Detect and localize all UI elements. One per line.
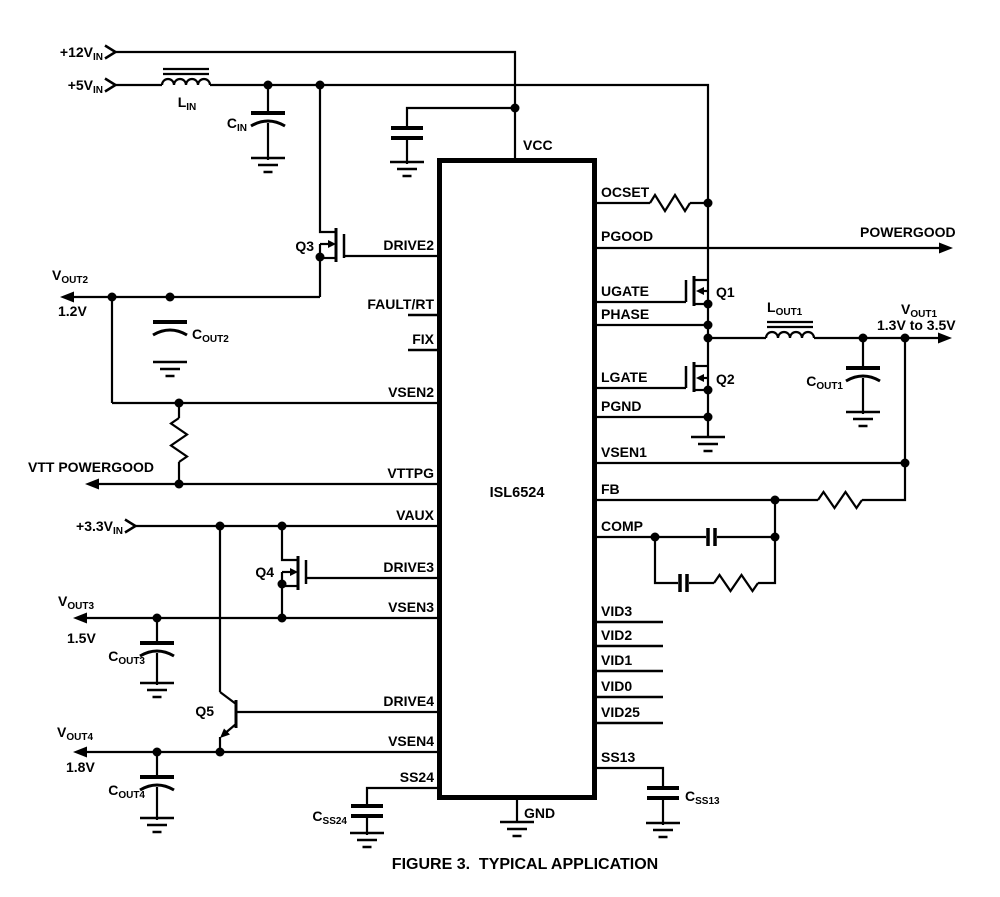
- pin-label-phase: PHASE: [601, 306, 649, 322]
- pin-label-vcc: VCC: [523, 137, 553, 153]
- pin-label-vid0: VID0: [601, 678, 632, 694]
- pin-label-vsen1: VSEN1: [601, 444, 647, 460]
- capacitor-comp-upper: [706, 528, 717, 546]
- output-label-vout2: VOUT2: [52, 267, 88, 286]
- pin-label-lgate: LGATE: [601, 369, 647, 385]
- chip-name: ISL6524: [490, 485, 545, 501]
- input-label-5v: +5VIN: [68, 77, 103, 96]
- mosfet-q4: [290, 556, 308, 590]
- mosfet-q3: [328, 228, 346, 262]
- capacitor-vcc-decoupling: [389, 126, 425, 140]
- label-q4: Q4: [255, 564, 274, 580]
- pin-label-vttpg: VTTPG: [387, 465, 434, 481]
- circuit-wires: [72, 50, 941, 835]
- output-label-vtt-powergood: VTT POWERGOOD: [28, 459, 154, 475]
- pin-label-fix: FIX: [412, 331, 434, 347]
- arrow-vout2: [60, 291, 74, 303]
- resistor-comp: [713, 573, 759, 593]
- label-q2: Q2: [716, 371, 735, 387]
- label-cout4: COUT4: [108, 782, 145, 801]
- mosfet-q2: [684, 362, 708, 392]
- label-lout1: LOUT1: [767, 299, 803, 318]
- pin-label-drive2: DRIVE2: [383, 237, 434, 253]
- input-label-12v: +12VIN: [60, 44, 103, 63]
- capacitor-css24: [349, 804, 385, 818]
- resistor-ocset: [649, 192, 691, 214]
- pin-label-vid25: VID25: [601, 704, 640, 720]
- arrow-vout4: [73, 746, 87, 758]
- resistor-vttpg-pullup: [169, 417, 189, 463]
- mosfet-q1: [684, 276, 708, 306]
- pin-labels: VCC GND DRIVE2 FAULT/RT FIX VSEN2 VTTPG …: [367, 137, 653, 821]
- input-label-3v3: +3.3VIN: [76, 518, 123, 537]
- component-labels: LIN CIN LOUT1 COUT1 COUT2 COUT3 COUT4 CS…: [108, 94, 843, 827]
- output-label-vout4: VOUT4: [57, 724, 93, 743]
- input-chevron-12v: [104, 44, 118, 60]
- label-cout2: COUT2: [192, 326, 229, 345]
- inductor-lin: [160, 67, 212, 86]
- capacitor-cout2: [151, 320, 189, 337]
- pin-label-drive3: DRIVE3: [383, 559, 434, 575]
- arrow-powergood: [939, 242, 953, 254]
- label-cin: CIN: [227, 115, 247, 134]
- output-value-vout2: 1.2V: [58, 303, 87, 319]
- label-lin: LIN: [178, 94, 197, 113]
- pin-label-comp: COMP: [601, 518, 643, 534]
- output-label-vout3: VOUT3: [58, 593, 94, 612]
- output-label-powergood: POWERGOOD: [860, 224, 956, 240]
- output-range-vout1: 1.3V to 3.5V: [877, 317, 956, 333]
- figure-caption: FIGURE 3. TYPICAL APPLICATION: [392, 856, 658, 873]
- pin-label-pgnd: PGND: [601, 398, 641, 414]
- pin-label-faultrt: FAULT/RT: [367, 296, 434, 312]
- pin-label-ugate: UGATE: [601, 283, 649, 299]
- arrow-vout3: [73, 612, 87, 624]
- arrow-vtt-powergood: [85, 478, 99, 490]
- pin-label-ocset: OCSET: [601, 184, 650, 200]
- label-css24: CSS24: [312, 808, 347, 827]
- pin-label-vaux: VAUX: [396, 507, 435, 523]
- label-q1: Q1: [716, 284, 735, 300]
- output-value-vout3: 1.5V: [67, 630, 96, 646]
- output-value-vout4: 1.8V: [66, 759, 95, 775]
- label-cout1: COUT1: [806, 373, 843, 392]
- pin-label-vid1: VID1: [601, 652, 632, 668]
- io-arrows: [60, 44, 953, 758]
- pin-label-pgood: PGOOD: [601, 228, 653, 244]
- pin-label-vid3: VID3: [601, 603, 632, 619]
- pin-label-vsen2: VSEN2: [388, 384, 434, 400]
- pin-label-drive4: DRIVE4: [383, 693, 434, 709]
- label-q3: Q3: [295, 238, 314, 254]
- pin-label-vsen3: VSEN3: [388, 599, 434, 615]
- inductor-lout1: [764, 320, 816, 339]
- pin-label-vsen4: VSEN4: [388, 733, 434, 749]
- pin-label-fb: FB: [601, 481, 620, 497]
- pin-label-ss24: SS24: [400, 769, 434, 785]
- label-q5: Q5: [195, 703, 214, 719]
- label-css13: CSS13: [685, 788, 720, 807]
- capacitor-comp-lower: [678, 574, 689, 592]
- pin-label-gnd: GND: [524, 805, 555, 821]
- output-label-vout1: VOUT1: [901, 301, 937, 320]
- label-cout3: COUT3: [108, 648, 145, 667]
- input-chevron-3v3: [124, 518, 138, 534]
- pin-label-ss13: SS13: [601, 749, 635, 765]
- capacitor-css13: [645, 786, 681, 800]
- ic-isl6524: ISL6524: [437, 158, 597, 800]
- pin-label-vid2: VID2: [601, 627, 632, 643]
- arrow-vout1: [938, 332, 952, 344]
- io-labels: +12VIN +5VIN +3.3VIN VOUT2 1.2V VOUT3 1.…: [28, 44, 956, 775]
- bjt-q5: [220, 700, 238, 738]
- input-chevron-5v: [104, 77, 118, 93]
- junction-dots: [107, 80, 910, 757]
- resistor-feedback: [817, 490, 863, 510]
